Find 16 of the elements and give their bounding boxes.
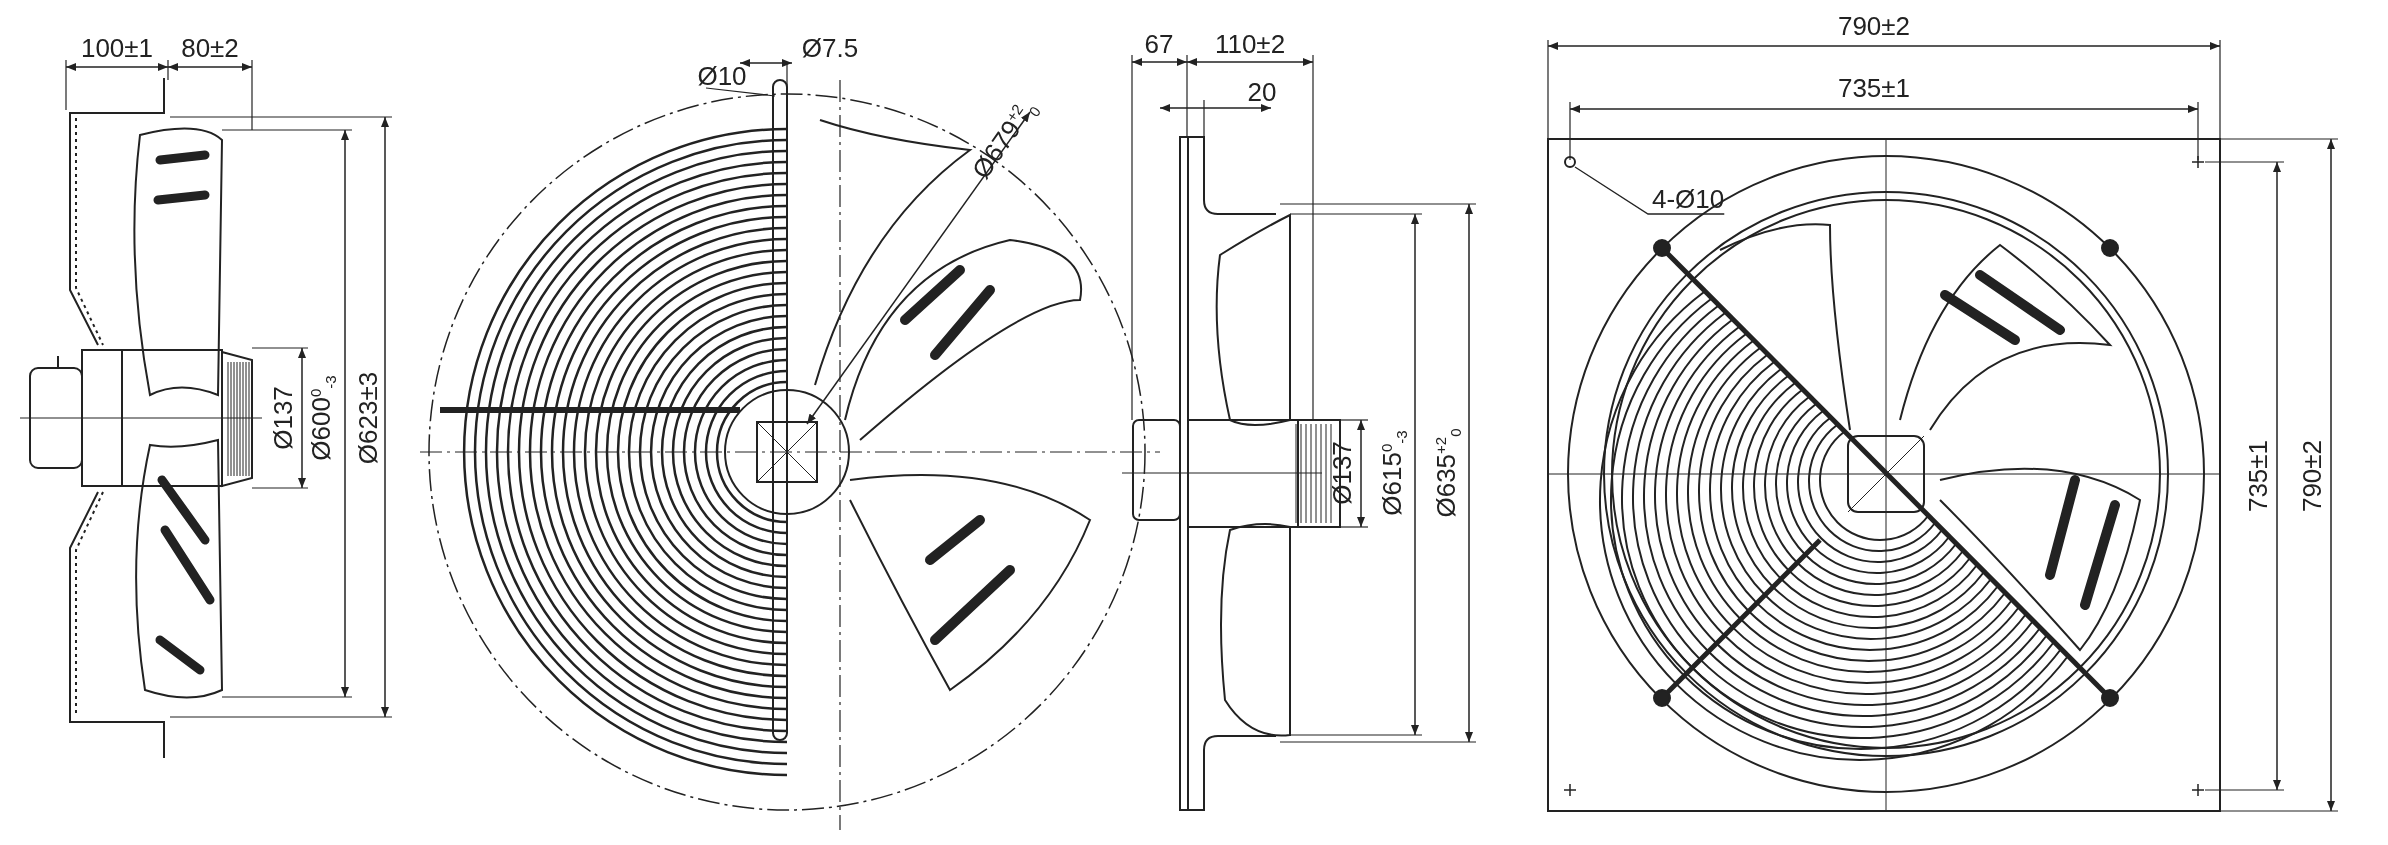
dimension-label: 110±2 — [1214, 31, 1286, 57]
leader-line — [1574, 166, 1725, 215]
dimension-label: 735±1 — [1837, 75, 1911, 101]
dimension-label: 735±1 — [2245, 439, 2271, 513]
dimension-label: 80±2 — [181, 35, 239, 61]
dimension-label: Ø623±3 — [355, 371, 381, 465]
dimension-label: 67 — [1144, 31, 1174, 57]
mounting-hole — [1564, 156, 1576, 168]
dimension-label: Ø10 — [697, 63, 747, 89]
dimension-label: Ø7.5 — [801, 35, 859, 61]
dimension-label: 790±2 — [2299, 439, 2325, 513]
dimension-label: 100±1 — [80, 35, 154, 61]
callout-label: 4-Ø10 — [1652, 186, 1725, 212]
dimension-label: 790±2 — [1837, 13, 1911, 39]
dimension-label: Ø137 — [270, 386, 296, 450]
dimension-label: 20 — [1247, 79, 1277, 105]
